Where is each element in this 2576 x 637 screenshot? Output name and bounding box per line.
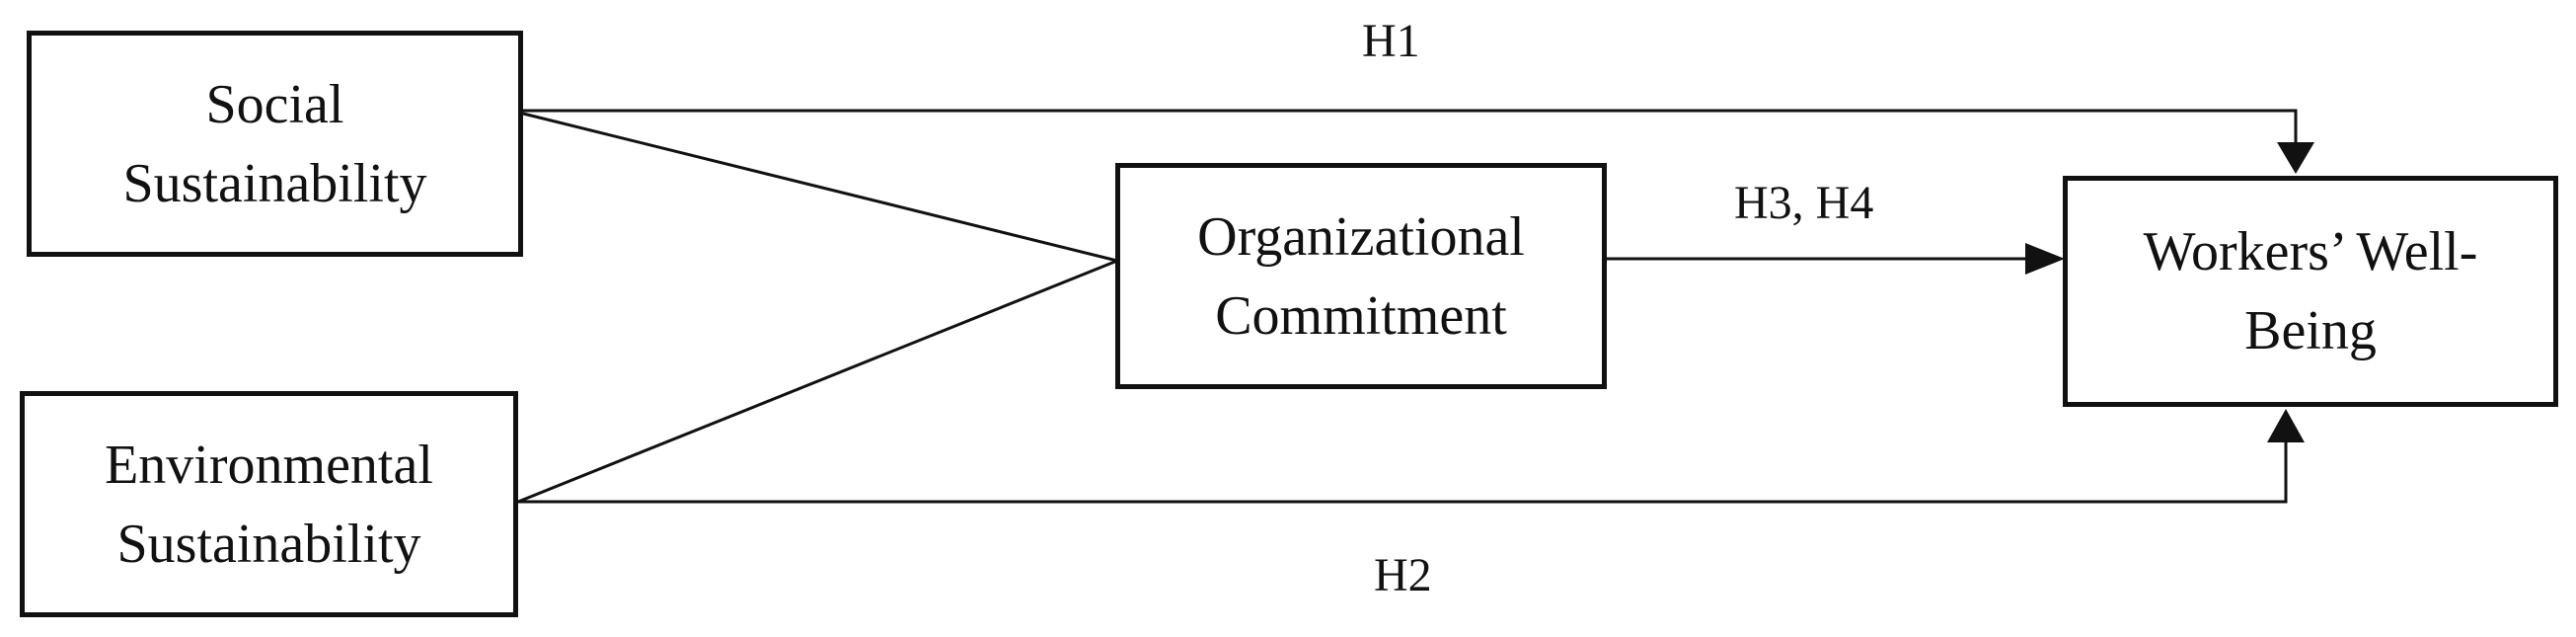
- h2-label: H2: [1374, 549, 1432, 601]
- workers-well-being-label: Workers’ Well- Being: [2143, 221, 2478, 361]
- organizational-commitment-box: Organizational Commitment: [1115, 163, 1607, 389]
- environmental-sustainability-box: Environmental Sustainability: [20, 391, 518, 617]
- environmental-sustainability-label: Environmental Sustainability: [105, 434, 433, 575]
- h1-label: H1: [1362, 15, 1420, 67]
- social-to-commitment-connector: [522, 112, 1118, 263]
- h1-arrowhead: [2277, 142, 2314, 174]
- h2-connector: [518, 439, 2288, 504]
- workers-well-being-box: Workers’ Well- Being: [2063, 176, 2558, 407]
- h1-connector: [523, 109, 2298, 158]
- environmental-to-commitment-connector: [517, 259, 1118, 504]
- h2-arrowhead: [2267, 409, 2305, 442]
- organizational-commitment-label: Organizational Commitment: [1197, 205, 1525, 347]
- social-sustainability-box: Social Sustainability: [27, 31, 523, 257]
- h34-label: H3, H4: [1734, 177, 1874, 229]
- social-sustainability-label: Social Sustainability: [122, 73, 427, 214]
- h34-arrowhead: [2025, 243, 2065, 275]
